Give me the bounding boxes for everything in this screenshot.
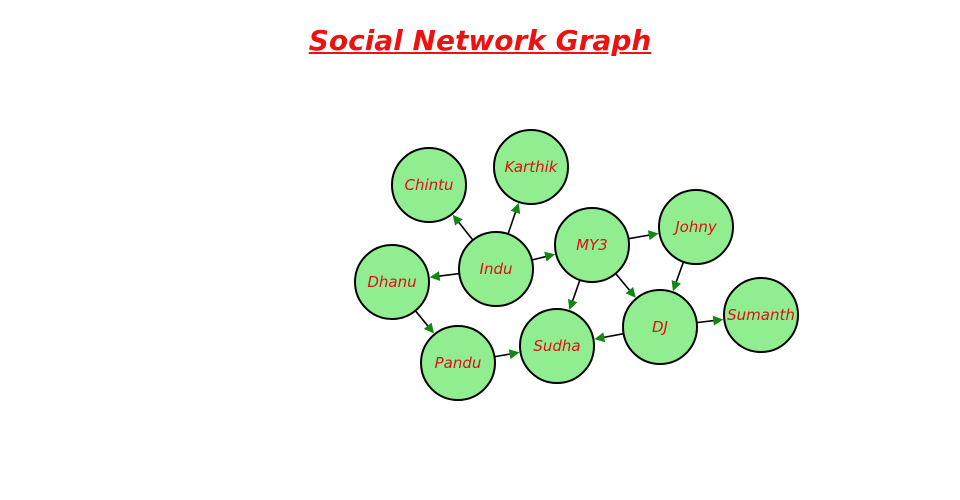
arrowhead-icon <box>510 202 521 214</box>
node-label: Johny <box>672 218 718 236</box>
arrowhead-icon <box>508 349 520 360</box>
node-label: Pandu <box>435 354 482 372</box>
node-chintu[interactable]: Chintu <box>391 147 467 223</box>
node-circle[interactable] <box>458 231 534 307</box>
node-label: Sudha <box>533 337 580 355</box>
node-circle[interactable] <box>420 325 496 401</box>
node-label: Sumanth <box>727 306 795 324</box>
node-circle[interactable] <box>391 147 467 223</box>
edge-indu-to-dhanu <box>429 271 460 281</box>
edge-dhanu-to-pandu <box>414 310 434 334</box>
node-label: Indu <box>480 260 513 278</box>
node-sumanth[interactable]: Sumanth <box>723 277 799 353</box>
edge-indu-to-karthik <box>507 202 521 235</box>
node-karthik[interactable]: Karthik <box>493 129 569 205</box>
edge-indu-to-my3 <box>531 251 556 262</box>
edge-dj-to-sudha <box>594 332 624 343</box>
node-dj[interactable]: DJ <box>622 289 698 365</box>
edge-line <box>615 272 633 294</box>
arrowhead-icon <box>625 286 636 298</box>
edge-indu-to-chintu <box>452 214 474 241</box>
node-label: Karthik <box>505 158 559 176</box>
arrowhead-icon <box>671 280 681 292</box>
node-circle[interactable] <box>723 277 799 353</box>
node-johny[interactable]: Johny <box>658 189 734 265</box>
node-pandu[interactable]: Pandu <box>420 325 496 401</box>
node-indu[interactable]: Indu <box>458 231 534 307</box>
node-circle[interactable] <box>554 207 630 283</box>
arrowhead-icon <box>452 214 463 226</box>
node-label: DJ <box>652 318 668 336</box>
arrowhead-icon <box>647 230 659 241</box>
node-circle[interactable] <box>354 244 430 320</box>
edge-my3-to-dj <box>615 272 636 298</box>
edge-johny-to-dj <box>671 261 685 292</box>
node-circle[interactable] <box>519 308 595 384</box>
arrowhead-icon <box>712 315 724 326</box>
node-label: Dhanu <box>367 273 416 291</box>
edge-line <box>455 218 474 241</box>
edge-line <box>570 279 581 305</box>
node-circle[interactable] <box>658 189 734 265</box>
node-my3[interactable]: MY3 <box>554 207 630 283</box>
page-title: Social Network Graph <box>308 24 652 57</box>
node-sudha[interactable]: Sudha <box>519 308 595 384</box>
node-circle[interactable] <box>493 129 569 205</box>
node-label: Chintu <box>404 176 453 194</box>
edge-my3-to-sudha <box>568 279 581 311</box>
arrowhead-icon <box>568 299 578 311</box>
edge-dj-to-sumanth <box>696 315 724 326</box>
edges-layer <box>414 202 724 360</box>
edge-line <box>507 208 518 235</box>
arrowhead-icon <box>423 322 434 334</box>
edge-my3-to-johny <box>628 230 659 241</box>
node-circle[interactable] <box>622 289 698 365</box>
edge-line <box>628 233 653 240</box>
edge-line <box>674 261 685 286</box>
node-label: MY3 <box>576 236 608 254</box>
arrowhead-icon <box>594 332 606 343</box>
arrowhead-icon <box>429 271 441 281</box>
arrowhead-icon <box>544 251 556 262</box>
node-dhanu[interactable]: Dhanu <box>354 244 430 320</box>
edge-pandu-to-sudha <box>494 349 520 360</box>
